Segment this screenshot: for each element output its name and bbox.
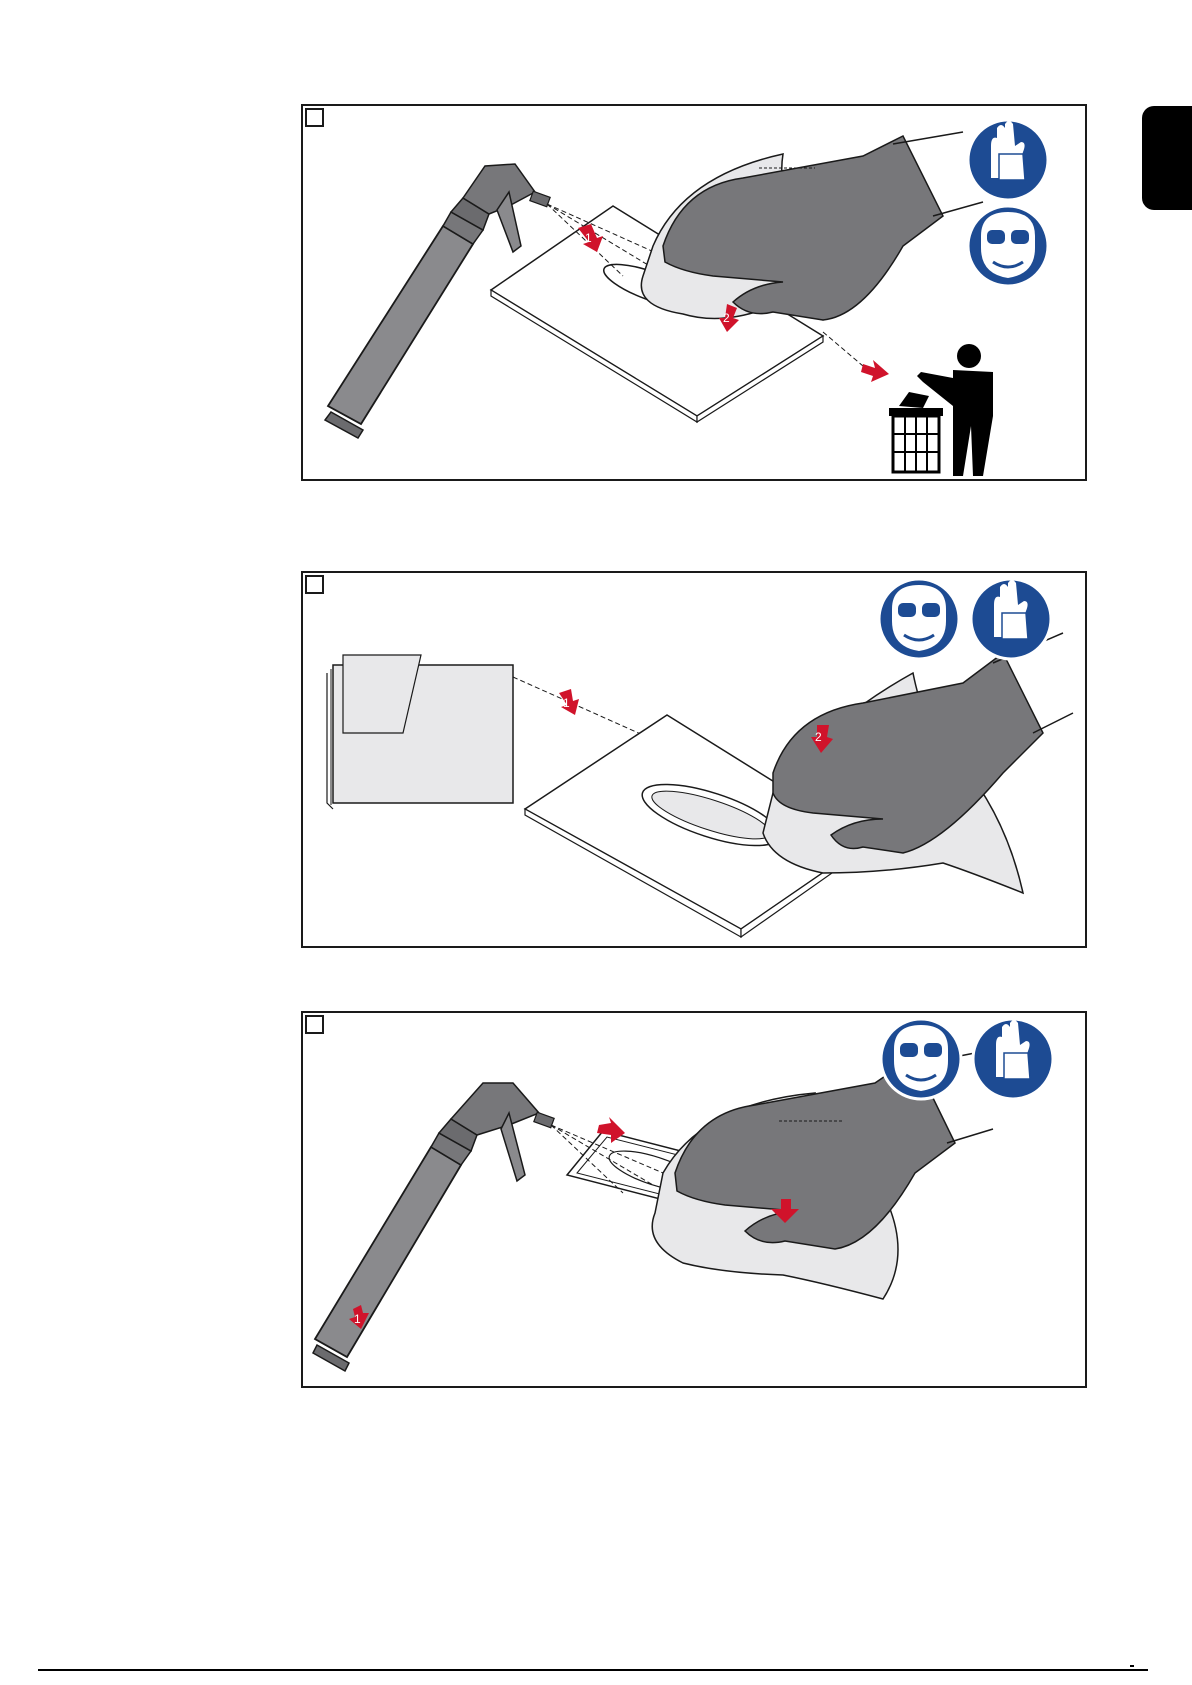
step-arrow-1: 1 — [559, 689, 579, 715]
trash-bin-icon — [889, 392, 943, 472]
svg-text:1: 1 — [585, 231, 592, 245]
instruction-panel-step-2: 1 2 — [301, 571, 1087, 948]
folded-cloth — [327, 655, 513, 809]
goggles-icon — [881, 1019, 961, 1099]
disposal-arrow — [861, 360, 889, 382]
goggles-icon — [968, 206, 1048, 286]
gloves-icon — [973, 1019, 1053, 1099]
instruction-panel-step-1: 1 2 — [301, 104, 1087, 481]
gloves-icon — [968, 120, 1048, 200]
spray-bottle-icon — [313, 1083, 554, 1371]
svg-text:1: 1 — [563, 696, 570, 710]
language-tab-marker — [1142, 106, 1192, 210]
cleaning-illustration: 1 2 — [303, 573, 1085, 946]
svg-text:2: 2 — [723, 311, 730, 325]
cleaning-illustration: 1 — [303, 1013, 1085, 1386]
gloves-icon — [971, 579, 1051, 659]
footer-rule — [38, 1669, 1148, 1671]
cleaning-illustration: 1 2 — [303, 106, 1085, 479]
goggles-icon — [879, 579, 959, 659]
disposal-path — [823, 332, 863, 366]
svg-text:1: 1 — [354, 1312, 361, 1326]
page-number-mark — [1130, 1665, 1134, 1667]
svg-text:2: 2 — [815, 730, 822, 744]
instruction-panel-step-3: 1 — [301, 1011, 1087, 1388]
